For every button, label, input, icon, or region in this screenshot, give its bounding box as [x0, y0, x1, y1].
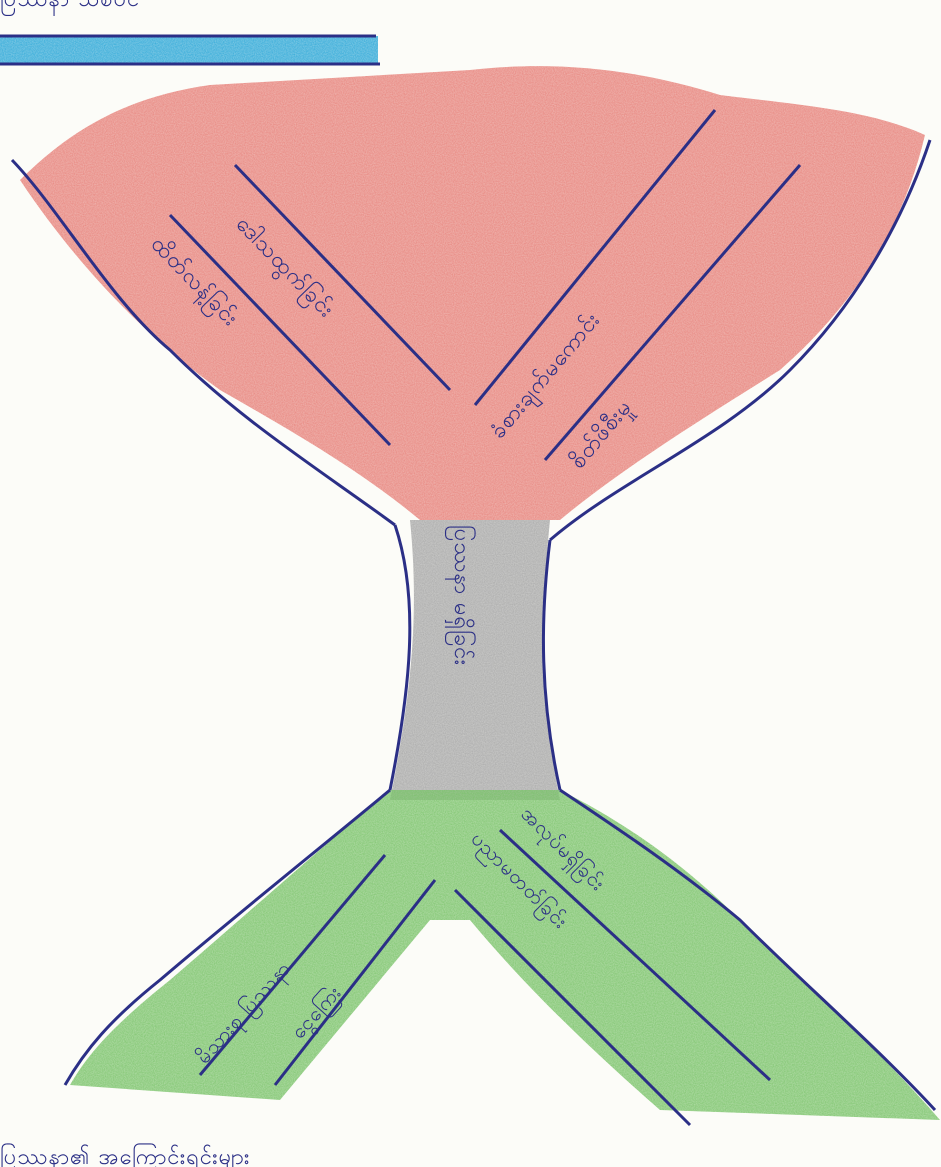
header-highlight-bar [0, 36, 378, 64]
tree-crown [20, 66, 925, 520]
heading-text: ပြဿနာ သစ်ပင် [0, 0, 140, 16]
tree-roots [70, 790, 940, 1120]
bottom-caption: ပြဿနာ၏ အကြောင်းရင်းများ [0, 1143, 250, 1167]
tree-trunk [390, 520, 560, 800]
